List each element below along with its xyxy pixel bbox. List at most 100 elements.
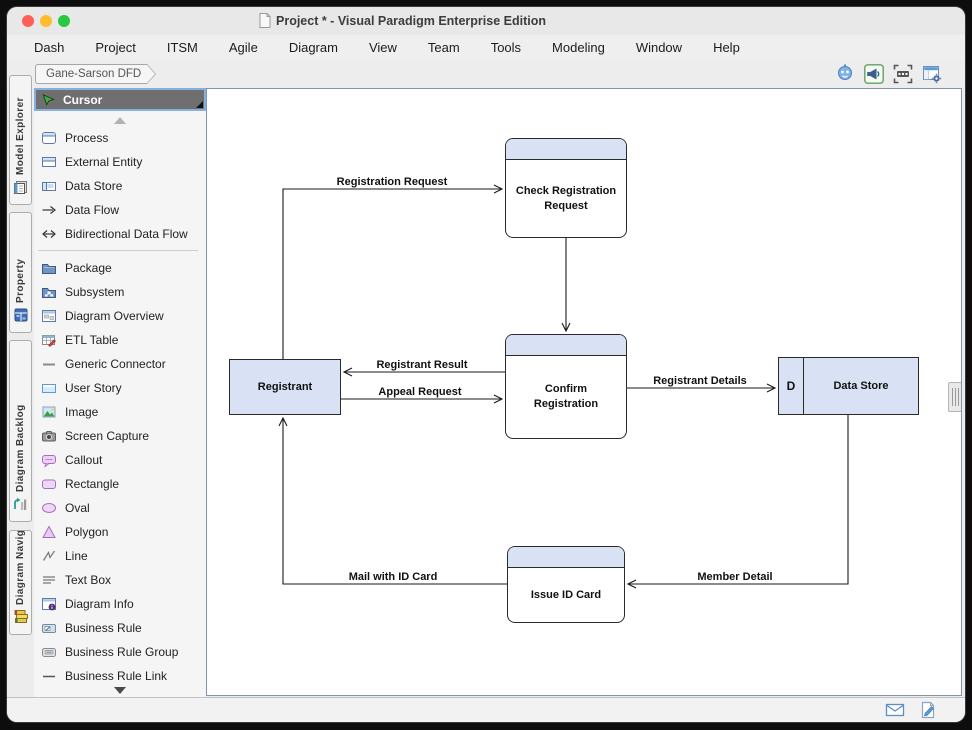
palette-item-label: Data Store — [65, 179, 123, 193]
zoom-window-button[interactable] — [58, 15, 70, 27]
business-rule-group-icon — [41, 644, 57, 660]
flow-registrant-details[interactable]: Registrant Details — [627, 375, 777, 393]
edit-document-icon[interactable] — [919, 701, 937, 719]
palette-item-label: Callout — [65, 453, 103, 467]
palette-item-business-rule[interactable]: Business Rule — [37, 616, 203, 640]
palette-item-subsystem[interactable]: Subsystem — [37, 280, 203, 304]
palette-item-screen-capture[interactable]: Screen Capture — [37, 424, 203, 448]
etl-table-icon — [41, 332, 57, 348]
title-group: Project * - Visual Paradigm Enterprise E… — [259, 13, 546, 28]
side-tab-diagram-navigator[interactable]: Diagram Navigator — [9, 530, 32, 635]
node-label: Confirm Registration — [533, 383, 599, 410]
palette-item-polygon[interactable]: Polygon — [37, 520, 203, 544]
menu-item-window[interactable]: Window — [635, 40, 683, 55]
promotion-megaphone-icon[interactable] — [863, 63, 885, 85]
palette-scroll-up-icon[interactable] — [114, 117, 126, 124]
palette-item-label: Diagram Info — [65, 597, 134, 611]
menu-item-diagram[interactable]: Diagram — [288, 40, 338, 55]
panel-layout-icon[interactable] — [921, 63, 943, 85]
palette-item-oval[interactable]: Oval — [37, 496, 203, 520]
toolbar: Gane-Sarson DFD — [7, 60, 965, 88]
palette-item-business-rule-group[interactable]: Business Rule Group — [37, 640, 203, 664]
palette-item-label: Line — [65, 549, 88, 563]
palette-item-label: Generic Connector — [65, 357, 166, 371]
node-label: Data Store — [833, 380, 889, 392]
node-confirm-registration[interactable]: Confirm Registration — [505, 334, 627, 439]
palette-item-process[interactable]: Process — [37, 126, 203, 150]
palette-item-callout[interactable]: Callout — [37, 448, 203, 472]
business-rule-link-icon — [41, 668, 57, 684]
diagram-overview-icon — [41, 308, 57, 324]
flow-appeal-request[interactable]: Appeal Request — [341, 386, 504, 404]
close-window-button[interactable] — [22, 15, 34, 27]
palette-item-user-story[interactable]: User Story — [37, 376, 203, 400]
node-issue-id-card[interactable]: Issue ID Card — [507, 546, 625, 623]
side-tab-property[interactable]: Property — [9, 212, 32, 333]
breadcrumb-chevron-icon — [147, 64, 157, 84]
palette-item-data-store[interactable]: Data Store — [37, 174, 203, 198]
palette-item-diagram-overview[interactable]: Diagram Overview — [37, 304, 203, 328]
breadcrumb[interactable]: Gane-Sarson DFD — [35, 64, 157, 84]
status-icon-group — [885, 701, 937, 719]
side-tab-diagram-backlog[interactable]: Diagram Backlog — [9, 340, 32, 522]
message-icon[interactable] — [885, 701, 905, 719]
panel-resize-grip[interactable] — [948, 382, 961, 412]
menu-item-team[interactable]: Team — [427, 40, 460, 55]
flow-mail-with-id-card[interactable]: Mail with ID Card — [278, 416, 507, 585]
flow-registrant-result[interactable]: Registrant Result — [342, 359, 505, 377]
palette-scroll-down-icon[interactable] — [114, 687, 126, 694]
palette-item-etl-table[interactable]: ETL Table — [37, 328, 203, 352]
palette-item-external-entity[interactable]: External Entity — [37, 150, 203, 174]
palette-item-label: Package — [65, 261, 112, 275]
menu-item-itsm[interactable]: ITSM — [166, 40, 198, 55]
node-registrant[interactable]: Registrant — [229, 359, 341, 415]
palette-item-package[interactable]: Package — [37, 256, 203, 280]
side-tab-model-explorer[interactable]: Model Explorer — [9, 75, 32, 205]
external-entity-icon — [41, 154, 57, 170]
flow-line[interactable] — [278, 416, 507, 585]
palette-item-business-rule-link[interactable]: Business Rule Link — [37, 664, 203, 688]
minimize-window-button[interactable] — [40, 15, 52, 27]
menu-item-dash[interactable]: Dash — [34, 40, 65, 55]
palette-item-bidirectional-data-flow[interactable]: Bidirectional Data Flow — [37, 222, 203, 246]
menu-item-agile[interactable]: Agile — [228, 40, 258, 55]
palette-item-label: Business Rule — [65, 621, 142, 635]
node-check-registration-request[interactable]: Check Registration Request — [505, 138, 627, 238]
palette-item-label: Business Rule Group — [65, 645, 179, 659]
menu-bar: Dash Project ITSM Agile Diagram View Team Tools… — [7, 35, 965, 60]
node-label: Check Registration Request — [515, 184, 617, 212]
palette-item-data-flow[interactable]: Data Flow — [37, 198, 203, 222]
palette-item-line[interactable]: Line — [37, 544, 203, 568]
bidirectional-data-flow-icon — [41, 226, 57, 242]
flow-line[interactable] — [282, 184, 504, 359]
palette-item-label: Rectangle — [65, 477, 120, 491]
flow-registration-request[interactable]: Registration Request — [282, 176, 504, 359]
flow-line[interactable] — [626, 415, 849, 589]
menu-item-view[interactable]: View — [368, 40, 397, 55]
flow-member-detail[interactable]: Member Detail — [626, 415, 849, 589]
palette-item-generic-connector[interactable]: Generic Connector — [37, 352, 203, 376]
menu-item-modeling[interactable]: Modeling — [552, 40, 605, 55]
line-icon — [41, 548, 57, 564]
data-store-icon — [41, 178, 57, 194]
process-id-band — [506, 139, 626, 160]
tool-options-corner-icon — [196, 101, 203, 108]
palette-item-label: Screen Capture — [65, 429, 150, 443]
node-label: Registrant — [257, 381, 313, 393]
palette-item-diagram-info[interactable]: Diagram Info — [37, 592, 203, 616]
palette-item-cursor[interactable]: Cursor — [34, 88, 206, 111]
menu-item-tools[interactable]: Tools — [490, 40, 522, 55]
menu-item-help[interactable]: Help — [713, 40, 740, 55]
menu-item-project[interactable]: Project — [95, 40, 136, 55]
title-bar[interactable]: Project * - Visual Paradigm Enterprise E… — [7, 7, 965, 35]
palette-item-text-box[interactable]: Text Box — [37, 568, 203, 592]
assistant-robot-icon[interactable] — [834, 63, 856, 85]
selection-marquee-icon[interactable] — [892, 63, 914, 85]
palette-item-rectangle[interactable]: Rectangle — [37, 472, 203, 496]
palette-item-image[interactable]: Image — [37, 400, 203, 424]
rectangle-icon — [41, 476, 57, 492]
